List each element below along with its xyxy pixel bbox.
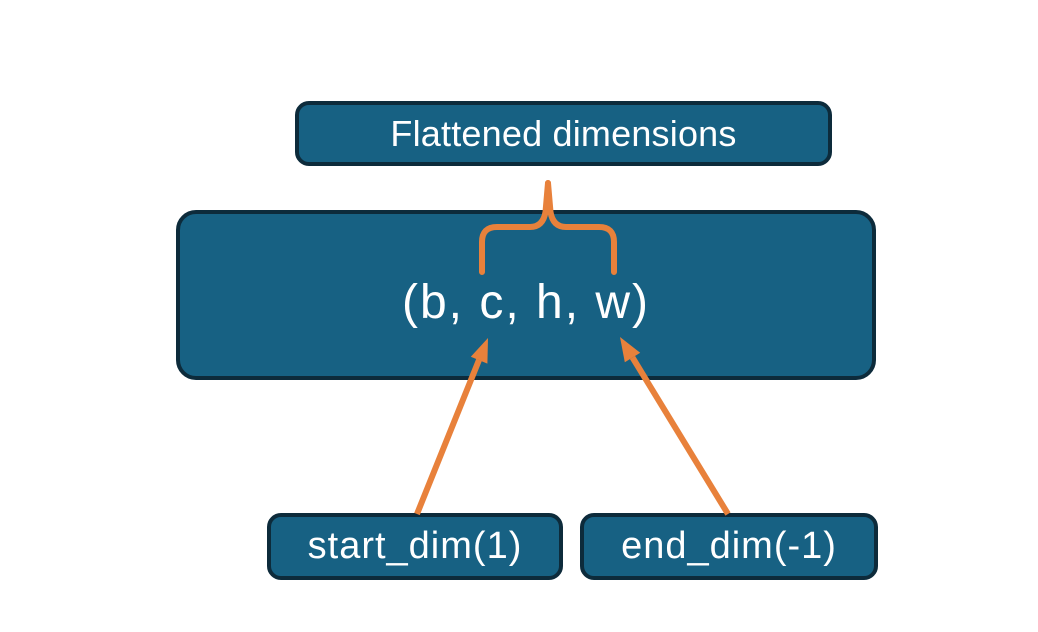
tensor-shape-box: (b, c, h, w)	[176, 210, 876, 380]
start-dim-label: start_dim(1)	[307, 525, 523, 567]
end-dim-label: end_dim(-1)	[621, 525, 837, 567]
end-dim-box: end_dim(-1)	[580, 513, 878, 580]
flattened-dimensions-label: Flattened dimensions	[390, 112, 737, 154]
start-dim-box: start_dim(1)	[267, 513, 563, 580]
flattened-dimensions-box: Flattened dimensions	[295, 101, 832, 166]
tensor-shape-label: (b, c, h, w)	[401, 275, 651, 329]
